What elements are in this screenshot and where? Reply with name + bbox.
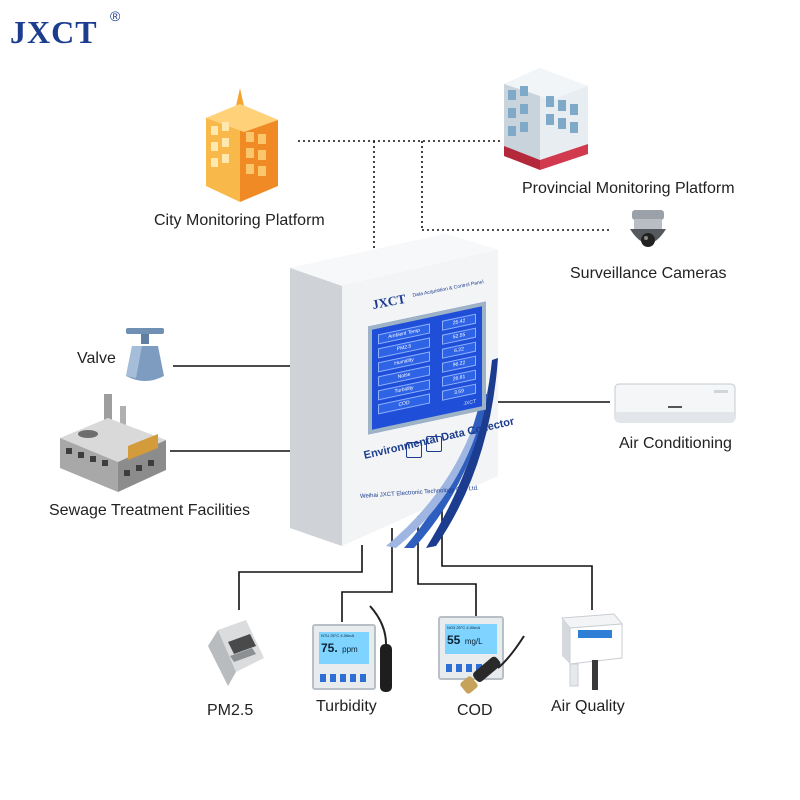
city-platform-node[interactable] bbox=[192, 86, 288, 206]
pm25-label: PM2.5 bbox=[207, 702, 254, 719]
reading-value: 3.59 bbox=[442, 383, 476, 401]
provincial-platform-label: Provincial Monitoring Platform bbox=[522, 180, 735, 197]
government-building-icon bbox=[504, 68, 588, 170]
camera-node[interactable] bbox=[624, 206, 672, 256]
cod-probe-icon bbox=[460, 635, 525, 694]
turbidity-display-top: NTU 25°C 4.00mA bbox=[321, 633, 355, 638]
cod-display-value: 55 bbox=[447, 633, 461, 647]
valve-node[interactable] bbox=[122, 326, 168, 384]
pm25-node[interactable] bbox=[206, 616, 266, 688]
turbidity-probe-icon bbox=[369, 605, 392, 692]
office-building-icon bbox=[206, 88, 278, 202]
air-conditioner-node[interactable] bbox=[614, 382, 736, 426]
network-dotted-links bbox=[298, 140, 612, 248]
dome-camera-icon bbox=[630, 210, 666, 247]
camera-label: Surveillance Cameras bbox=[570, 265, 727, 282]
factory-icon bbox=[60, 394, 166, 492]
sewage-facility-label: Sewage Treatment Facilities bbox=[49, 502, 250, 519]
sewage-facility-node[interactable] bbox=[58, 388, 168, 496]
cod-display-top: NO3 25°C 4.00mA bbox=[447, 625, 481, 630]
wired-links bbox=[170, 365, 610, 622]
turbidity-label: Turbidity bbox=[316, 698, 377, 715]
turbidity-keys bbox=[320, 674, 368, 682]
cod-label: COD bbox=[457, 702, 493, 719]
turbidity-node[interactable]: NTU 25°C 4.00mA 75. ppm bbox=[312, 604, 402, 696]
air-conditioner-label: Air Conditioning bbox=[619, 435, 732, 452]
cod-display: NO3 25°C 4.00mA 55 mg/L bbox=[445, 624, 497, 654]
valve-label: Valve bbox=[77, 350, 116, 367]
turbidity-meter-icon: NTU 25°C 4.00mA 75. ppm bbox=[312, 624, 376, 690]
screen-footer: JXCT bbox=[463, 398, 477, 408]
turbidity-display: NTU 25°C 4.00mA 75. ppm bbox=[319, 632, 369, 664]
air-conditioner-icon bbox=[614, 383, 736, 423]
cod-display-unit: mg/L bbox=[464, 637, 483, 646]
document-icon bbox=[426, 436, 442, 452]
provincial-platform-node[interactable] bbox=[500, 56, 592, 174]
valve-icon bbox=[126, 328, 164, 381]
air-quality-node[interactable] bbox=[556, 612, 626, 694]
city-platform-label: City Monitoring Platform bbox=[154, 212, 325, 229]
cod-node[interactable]: NO3 25°C 4.00mA 55 mg/L bbox=[438, 614, 530, 700]
air-quality-label: Air Quality bbox=[551, 698, 625, 715]
water-drop-icon bbox=[406, 442, 422, 458]
air-quality-sensor-icon bbox=[561, 613, 623, 690]
turbidity-display-value: 75. bbox=[321, 641, 338, 655]
dust-sensor-icon bbox=[208, 620, 264, 686]
brand-logo: JXCT bbox=[10, 14, 98, 50]
cod-keys bbox=[446, 664, 496, 672]
registered-mark: ® bbox=[110, 8, 121, 24]
turbidity-display-unit: ppm bbox=[342, 645, 358, 654]
